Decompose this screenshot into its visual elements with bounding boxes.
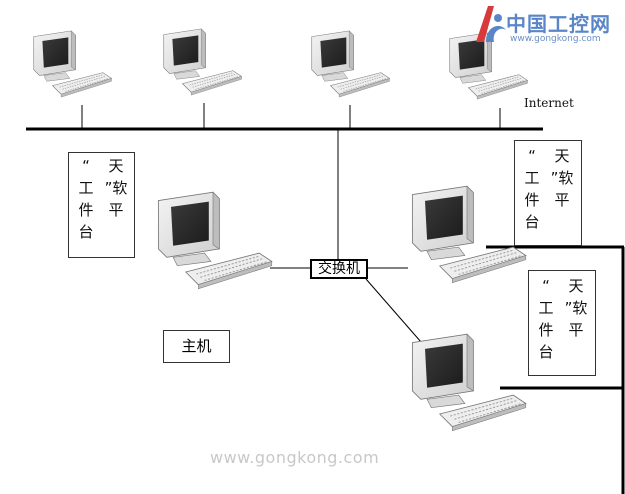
computer-icon xyxy=(163,28,242,96)
computer-icon xyxy=(33,30,112,98)
internet-label: Internet xyxy=(524,96,574,110)
label-col: “ 工 件 台 xyxy=(524,147,540,231)
computer-icon xyxy=(411,185,527,284)
host-label: 主机 xyxy=(163,330,230,363)
computer-icon xyxy=(311,30,390,98)
workstation-label-box: “ 工 件 台 天 ”软 平 xyxy=(528,270,596,376)
brand-logo: 中国工控网 www.gongkong.com xyxy=(470,2,620,48)
brand-name: 中国工控网 xyxy=(506,12,611,36)
workstation-label-box: “ 工 件 台 天 ”软 平 xyxy=(68,152,135,258)
brand-logo-icon xyxy=(476,6,506,42)
computer-icon xyxy=(157,191,273,290)
watermark: www.gongkong.com xyxy=(210,448,380,467)
label-col: 天 ”软 平 xyxy=(104,157,128,219)
label-col: “ 工 件 台 xyxy=(538,277,554,361)
brand-url: www.gongkong.com xyxy=(510,34,601,44)
switch-workstation-link xyxy=(365,278,429,351)
switch-label: 交换机 xyxy=(310,259,368,279)
label-col: 天 ”软 平 xyxy=(564,277,588,339)
computer-icon xyxy=(411,333,527,432)
workstation-label-box: “ 工 件 台 天 ”软 平 xyxy=(514,140,582,246)
label-col: “ 工 件 台 xyxy=(78,157,94,241)
label-col: 天 ”软 平 xyxy=(550,147,574,209)
